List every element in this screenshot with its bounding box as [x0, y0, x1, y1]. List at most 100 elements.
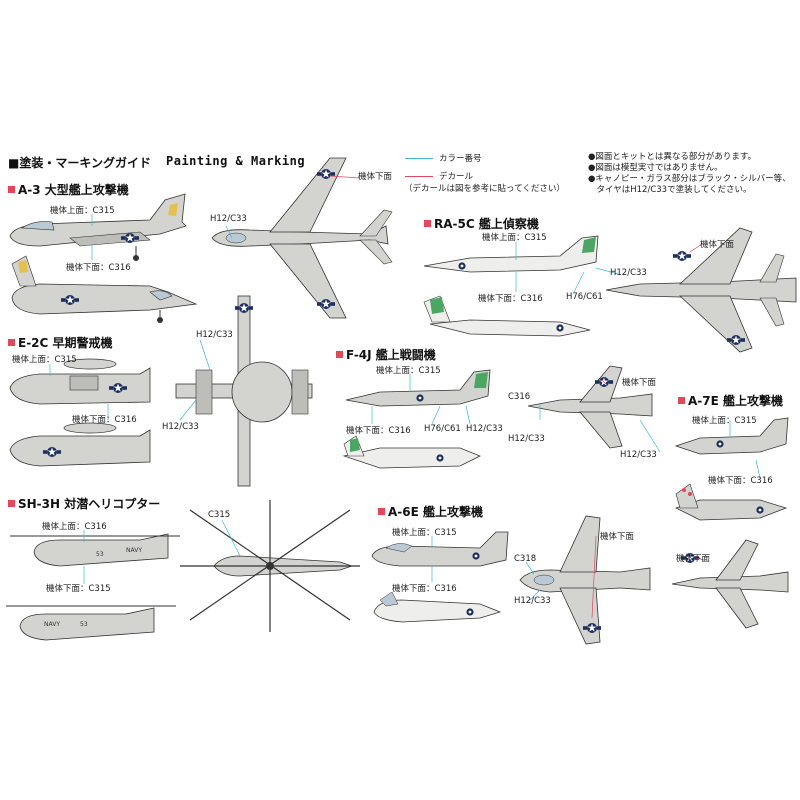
sh3h-planform [180, 500, 360, 632]
note-line: タイヤはH12/C33で塗装してください。 [588, 185, 752, 195]
f4j-lower-label: 機体下面：C316 [346, 426, 411, 436]
f4j-upper-label: 機体上面：C315 [376, 366, 441, 376]
a3-side-lower [11, 255, 198, 323]
a7e-planform [671, 539, 789, 629]
roundel-marking [458, 262, 466, 270]
a3-lower-label: 機体下面：C316 [66, 263, 131, 273]
ra5c-color-label: H12/C33 [610, 268, 647, 278]
a6e-color-label: C318 [514, 554, 537, 564]
side-number: 53 [80, 621, 88, 628]
section-title-e2c: E-2C 早期警戒機 [8, 334, 113, 351]
e2c-planform [175, 295, 313, 487]
a3-planform [211, 157, 393, 319]
note-line: ●図面は模型実寸ではありません。 [588, 163, 723, 173]
a7e-decal-label: 機体下面 [676, 554, 711, 564]
section-title-text: A-6E 艦上攻撃機 [388, 505, 483, 519]
section-title-text: E-2C 早期警戒機 [18, 336, 113, 350]
section-title-a6e: A-6E 艦上攻撃機 [378, 503, 483, 520]
a6e-upper-label: 機体上面：C315 [392, 528, 457, 538]
e2c-color-label-2: H12/C33 [162, 422, 199, 432]
ra5c-decal-label: 機体下面 [700, 240, 735, 250]
roundel-marking [416, 394, 424, 402]
e2c-upper-label: 機体上面：C315 [12, 355, 77, 365]
e2c-side [9, 358, 151, 405]
section-marker [8, 500, 15, 507]
page-title-en: Painting & Marking [166, 154, 306, 168]
roundel-marking [472, 552, 480, 560]
section-title-ra5c: RA-5C 艦上偵察機 [424, 215, 539, 232]
legend-decal: デカール [405, 170, 473, 182]
decal-line-swatch [405, 175, 433, 177]
sh3h-side: NAVY 53 [10, 533, 180, 567]
sh3h-lower-label: 機体下面：C315 [46, 584, 111, 594]
section-marker [424, 220, 431, 227]
a6e-side [371, 531, 509, 567]
color-line-swatch [405, 157, 433, 159]
f4j-color-label-3: C316 [508, 392, 531, 402]
section-title-text: SH-3H 対潜ヘリコプター [18, 497, 161, 511]
legend-label: デカール [439, 172, 474, 182]
section-title-text: A-7E 艦上攻撃機 [688, 394, 783, 408]
f4j-color-label-2: H12/C33 [466, 424, 503, 434]
section-title-text: RA-5C 艦上偵察機 [434, 217, 539, 231]
ra5c-color-label-2: H76/C61 [566, 292, 603, 302]
section-marker [8, 339, 15, 346]
sh3h-side-2: NAVY 53 [6, 605, 176, 641]
legend-label: カラー番号 [439, 154, 482, 164]
e2c-side-2 [9, 422, 151, 467]
decal-leader-lines [329, 175, 705, 619]
a6e-decal-label: 機体下面 [600, 532, 635, 542]
a3-upper-label: 機体上面：C315 [50, 206, 115, 216]
f4j-color-label-4: H12/C33 [508, 434, 545, 444]
page-title: ■塗装・マーキングガイド [8, 156, 151, 170]
roundel-marking [466, 608, 474, 616]
ra5c-side-2 [423, 295, 591, 337]
section-title-text: F-4J 艦上戦闘機 [346, 348, 436, 362]
a7e-side [674, 417, 789, 455]
section-marker [378, 508, 385, 515]
ra5c-upper-label: 機体上面：C315 [482, 233, 547, 243]
a6e-color-label-2: H12/C33 [514, 596, 551, 606]
section-marker [336, 351, 343, 358]
section-marker [678, 397, 685, 404]
a3-side-upper [9, 193, 187, 261]
a7e-side-2 [674, 483, 788, 521]
navy-marking: NAVY [44, 621, 60, 628]
section-marker [8, 186, 15, 193]
sh3h-upper-label: 機体上面：C316 [42, 522, 107, 532]
section-title-f4j: F-4J 艦上戦闘機 [336, 346, 436, 363]
ra5c-side [423, 235, 599, 273]
notes-block: ●図面とキットとは異なる部分があります。 ●図面は模型実寸ではありません。 ●キ… [588, 152, 791, 196]
decal-note: （デカールは図を参考に貼ってください） [404, 184, 565, 194]
section-title-text: A-3 大型艦上攻撃機 [18, 183, 129, 197]
a6e-lower-label: 機体下面：C316 [392, 584, 457, 594]
legend-color-number: カラー番号 [405, 152, 482, 164]
note-line: ●図面とキットとは異なる部分があります。 [588, 152, 757, 162]
roundel-marking [673, 251, 691, 261]
f4j-side-2 [342, 435, 481, 469]
roundel-marking [436, 454, 444, 462]
ra5c-planform [605, 227, 797, 353]
roundel-marking [716, 440, 724, 448]
sh3h-color-label: C315 [208, 510, 231, 520]
e2c-lower-label: 機体下面：C316 [72, 415, 137, 425]
f4j-color-label: H76/C61 [424, 424, 461, 434]
section-title-a7e: A-7E 艦上攻撃機 [678, 392, 783, 409]
side-number: 53 [96, 551, 104, 558]
a7e-upper-label: 機体上面：C315 [692, 416, 757, 426]
section-title-a3: A-3 大型艦上攻撃機 [8, 181, 129, 198]
a6e-planform [519, 515, 651, 645]
f4j-side [345, 369, 491, 407]
ra5c-lower-label: 機体下面：C316 [478, 294, 543, 304]
a3-color-label: H12/C33 [210, 214, 247, 224]
navy-marking: NAVY [126, 547, 142, 554]
section-title-sh3h: SH-3H 対潜ヘリコプター [8, 495, 160, 512]
f4j-color-label-5: H12/C33 [620, 450, 657, 460]
note-line: ●キャノピー・ガラス部分はブラック・シルバー等、 [588, 174, 791, 184]
f4j-planform [527, 365, 653, 449]
roundel-marking [756, 506, 764, 514]
e2c-color-label: H12/C33 [196, 330, 233, 340]
color-leader-lines [49, 214, 761, 601]
f4j-decal-label: 機体下面 [622, 378, 657, 388]
